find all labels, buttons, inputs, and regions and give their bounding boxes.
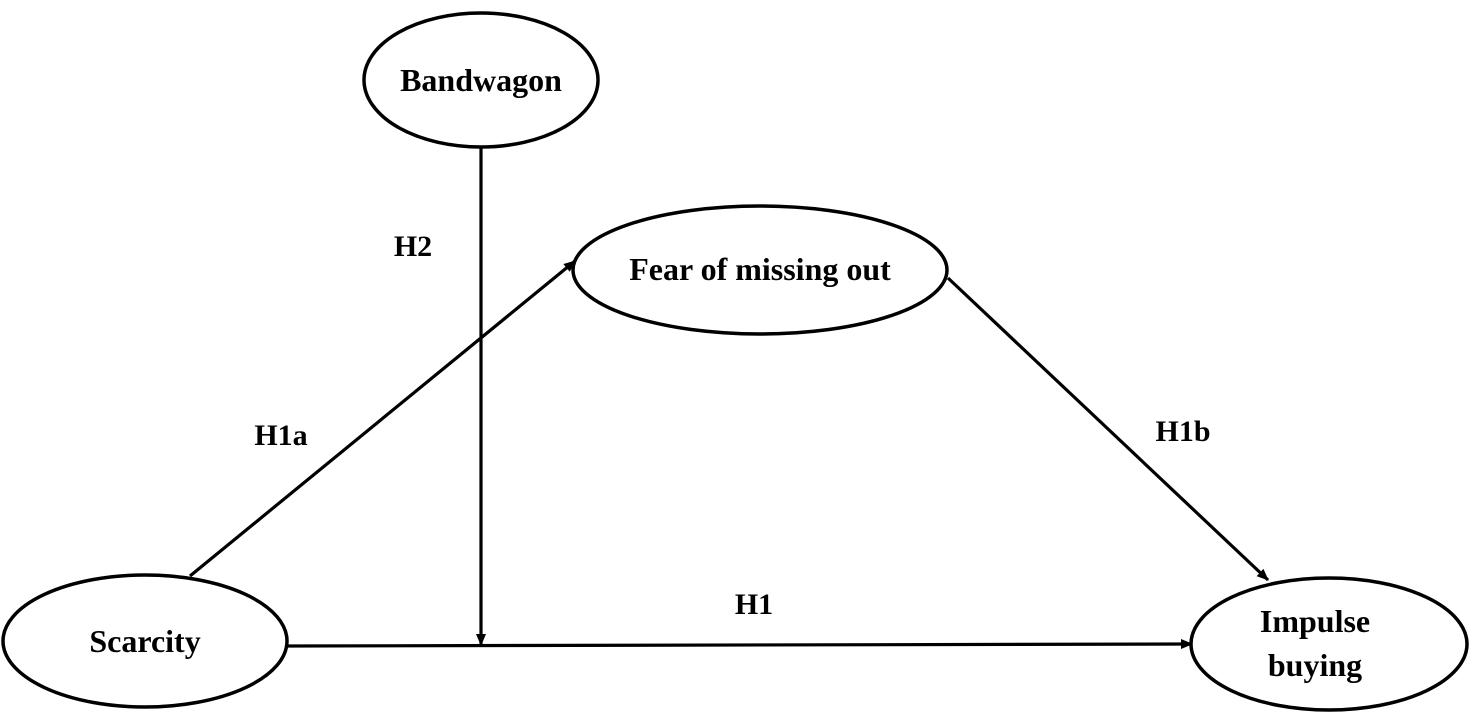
edge-label-h1a: H1a [254,419,307,452]
node-scarcity-label: Scarcity [89,623,200,659]
node-fear-of-missing-out: Fear of missing out [571,204,949,336]
edge-h1b-fomo-to-impulse [946,276,1270,582]
node-scarcity: Scarcity [1,573,289,709]
edge-label-h1b: H1b [1155,415,1210,448]
node-impulse-label-line1: Impulse [1260,603,1370,639]
node-bandwagon: Bandwagon [362,11,600,149]
edge-h1-scarcity-to-impulse [286,639,1193,650]
node-impulse-label-line2: buying [1268,647,1362,683]
node-bandwagon-label: Bandwagon [400,62,562,98]
node-fomo-label: Fear of missing out [629,251,891,287]
edge-h1a-scarcity-to-fomo [188,259,577,578]
edge-label-h2: H2 [394,230,432,263]
node-impulse-buying: Impulse buying [1189,576,1469,712]
edge-label-h1: H1 [735,588,773,621]
